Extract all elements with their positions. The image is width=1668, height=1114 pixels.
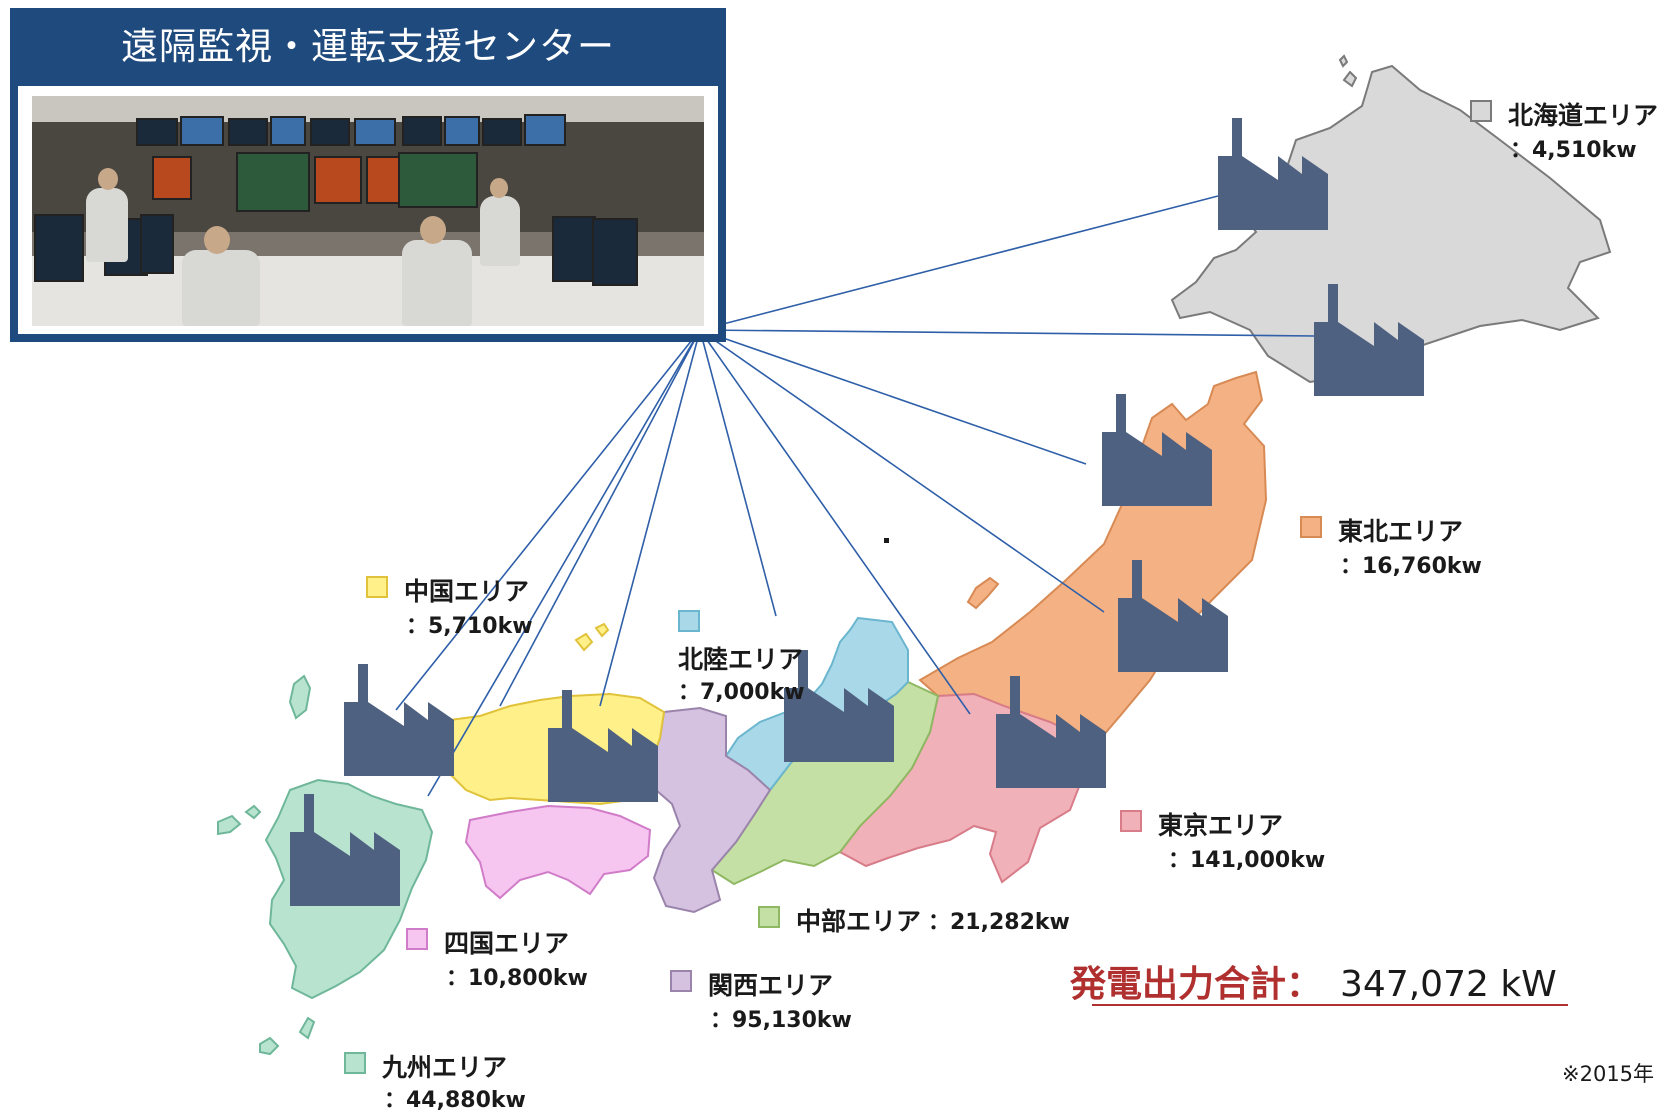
area-value: ：4,510kw xyxy=(1510,138,1637,163)
area-value: ：7,000kw xyxy=(678,680,805,705)
stray-dot xyxy=(884,538,889,543)
area-value: ：95,130kw xyxy=(710,1008,852,1033)
island-goto xyxy=(217,804,262,836)
legend-swatch-chubu xyxy=(758,906,780,928)
area-name: 中部エリア xyxy=(796,907,922,936)
legend-swatch-kansai xyxy=(670,970,692,992)
connection-line xyxy=(395,329,701,711)
island-yakushima xyxy=(259,1016,316,1056)
connection-line xyxy=(699,329,1087,465)
factory-icon-hokkaido xyxy=(1314,284,1424,396)
area-name: 四国エリア xyxy=(444,929,570,958)
connection-line xyxy=(699,195,1219,331)
area-value: ：10,800kw xyxy=(446,966,588,991)
island-oki xyxy=(574,622,610,652)
area-value: ：141,000kw xyxy=(1168,848,1326,873)
connection-line xyxy=(699,329,971,715)
area-name: 中国エリア xyxy=(404,577,530,606)
legend-swatch-shikoku xyxy=(406,928,428,950)
factory-icon-chugoku xyxy=(344,664,454,776)
factory-icon-hokuriku xyxy=(784,650,894,762)
area-name: 関西エリア xyxy=(708,971,834,1000)
area-value: ：16,760kw xyxy=(1340,554,1482,579)
area-value: ：21,282kw xyxy=(928,910,1070,935)
factory-icon-tokyo xyxy=(996,676,1106,788)
region-shikoku xyxy=(464,804,652,900)
connection-line xyxy=(599,329,701,707)
connection-line xyxy=(699,329,1105,613)
legend-swatch-kyushu xyxy=(344,1052,366,1074)
region-tohoku xyxy=(918,370,1268,746)
island-rishiri xyxy=(1342,70,1358,88)
legend-swatch-chugoku xyxy=(366,576,388,598)
total-output: 発電出力合計： 347,072 kW xyxy=(1070,955,1557,1007)
area-value: ：5,710kw xyxy=(406,614,533,639)
area-name: 東北エリア xyxy=(1338,517,1464,546)
total-value: 347,072 kW xyxy=(1340,964,1557,1005)
legend-swatch-tohoku xyxy=(1300,516,1322,538)
factory-icon-hokkaido xyxy=(1218,118,1328,230)
center-title: 遠隔監視・運転支援センター xyxy=(121,25,615,68)
connection-line xyxy=(699,329,777,617)
connection-line xyxy=(427,329,701,797)
total-label: 発電出力合計： xyxy=(1070,964,1323,1005)
factory-icon-kyushu xyxy=(290,794,400,906)
photo-frame xyxy=(18,86,718,334)
legend-swatch-tokyo xyxy=(1120,810,1142,832)
island-tsushima xyxy=(288,674,312,720)
factory-icon-tohoku xyxy=(1118,560,1228,672)
island-rebun xyxy=(1338,54,1349,68)
factory-icons xyxy=(290,118,1424,906)
factory-icon-chugoku xyxy=(548,690,658,802)
connection-line xyxy=(499,329,701,707)
area-value: ：44,880kw xyxy=(384,1088,526,1113)
connection-line xyxy=(699,329,1315,337)
area-name: 北海道エリア xyxy=(1508,101,1659,130)
legend-swatch-hokuriku xyxy=(678,610,700,632)
island-sado xyxy=(966,576,1000,610)
monitoring-center-panel: 遠隔監視・運転支援センター xyxy=(10,8,726,342)
factory-icon-tohoku xyxy=(1102,394,1212,506)
total-underline xyxy=(1092,1004,1568,1006)
area-name: 北陸エリア xyxy=(678,645,804,674)
area-name: 九州エリア xyxy=(382,1053,508,1082)
region-kansai xyxy=(650,706,772,914)
connection-lines xyxy=(395,195,1315,797)
legend-swatch-hokkaido xyxy=(1470,100,1492,122)
area-name: 東京エリア xyxy=(1158,811,1284,840)
monitoring-room-photo xyxy=(32,96,704,326)
footnote: ※2015年 xyxy=(1562,1062,1655,1086)
